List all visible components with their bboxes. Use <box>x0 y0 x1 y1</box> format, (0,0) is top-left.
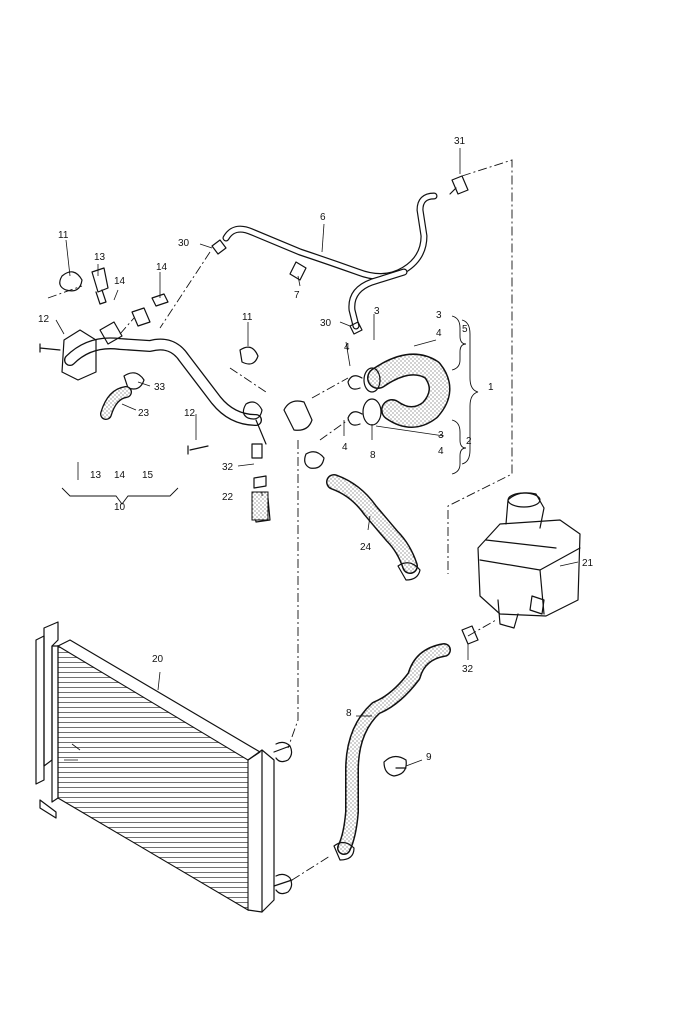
callout-13: 13 <box>90 470 102 481</box>
callout-4: 4 <box>342 442 348 453</box>
callout-33: 33 <box>154 382 166 393</box>
callout-8: 8 <box>346 708 352 719</box>
hose-22 <box>251 419 271 523</box>
callout-31: 31 <box>454 136 466 147</box>
hose-8 <box>333 625 479 861</box>
callout-12: 12 <box>184 408 196 419</box>
callout-3: 3 <box>436 310 442 321</box>
callout-2: 2 <box>466 436 472 447</box>
callout-14: 14 <box>156 262 168 273</box>
hose-3-loop <box>347 353 451 428</box>
callout-30: 30 <box>320 318 332 329</box>
leader-lines <box>55 148 579 767</box>
callout-20: 20 <box>152 654 164 665</box>
callout-10: 10 <box>114 502 126 513</box>
callout-labels: 31 6 30 7 11 13 14 14 12 30 3 3 5 4 4 1 … <box>38 136 594 763</box>
callout-7: 7 <box>294 290 300 301</box>
upper-pipe-assembly <box>39 267 263 455</box>
callout-14: 14 <box>114 470 126 481</box>
callout-11: 11 <box>242 312 253 323</box>
callout-22: 22 <box>222 492 234 503</box>
callout-32: 32 <box>222 462 234 473</box>
callout-23: 23 <box>138 408 150 419</box>
hose-6 <box>211 175 469 335</box>
callout-15: 15 <box>142 470 154 481</box>
callout-13: 13 <box>94 252 106 263</box>
callout-9: 9 <box>426 752 432 763</box>
assembly-lines <box>47 159 513 881</box>
callout-32: 32 <box>462 664 474 675</box>
callout-4: 4 <box>438 446 444 457</box>
callout-3: 3 <box>438 430 444 441</box>
callout-8: 8 <box>370 450 376 461</box>
expansion-tank <box>477 492 581 629</box>
callout-11: 11 <box>58 230 69 241</box>
callout-5: 5 <box>462 324 468 335</box>
hose-24 <box>326 474 421 581</box>
callout-24: 24 <box>360 542 372 553</box>
callout-4: 4 <box>436 328 442 339</box>
callout-14: 14 <box>114 276 126 287</box>
callout-4: 4 <box>344 342 350 353</box>
callout-3: 3 <box>374 306 380 317</box>
hose-23 <box>100 386 132 420</box>
callout-21: 21 <box>582 558 594 569</box>
braces <box>61 315 479 505</box>
callout-1: 1 <box>488 382 494 393</box>
radiator <box>35 621 293 913</box>
callout-12: 12 <box>38 314 50 325</box>
callout-6: 6 <box>320 212 326 223</box>
callout-30: 30 <box>178 238 190 249</box>
connector-24 <box>283 400 325 469</box>
